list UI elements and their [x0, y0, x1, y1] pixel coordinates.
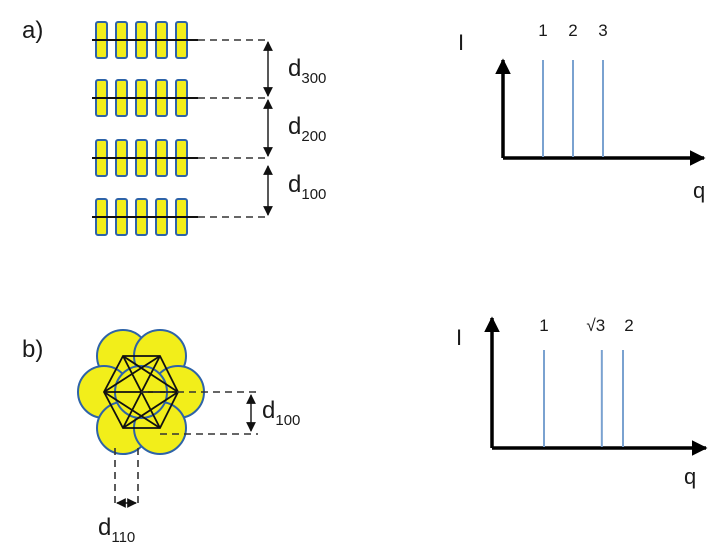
graph-b-peak-label-1: 1	[539, 316, 548, 335]
rod-layer	[92, 21, 198, 59]
graph-b-x-label: q	[684, 464, 696, 489]
layer-dashed-guides	[198, 39, 268, 218]
graph-b-peak-label-3: 2	[624, 316, 633, 335]
graph-a-x-label: q	[693, 178, 705, 203]
panel-b-label: b)	[22, 336, 43, 363]
graph-b-peaks: 1 √3 2	[539, 316, 634, 447]
graph-b-y-label: I	[456, 325, 462, 350]
graph-a-peaks: 1 2 3	[538, 21, 608, 157]
d200-label: d200	[288, 113, 326, 145]
d300-label: d300	[288, 55, 326, 87]
rod-layer	[92, 198, 198, 236]
hex-dashed-guides	[114, 391, 258, 505]
graph-a-peak-label-3: 3	[598, 21, 607, 40]
panel-a-label: a)	[22, 17, 43, 44]
d100-label: d100	[288, 171, 326, 203]
d110-label: d110	[98, 514, 135, 546]
graph-b-peak-label-2: √3	[586, 316, 605, 335]
graph-a-peak-label-2: 2	[568, 21, 577, 40]
rod-layer	[92, 79, 198, 117]
graph-a-y-label: I	[458, 30, 464, 55]
scattering-plot-lamellar: I q 1 2 3	[458, 21, 706, 203]
scattering-plot-hexagonal: I q 1 √3 2	[456, 316, 708, 489]
graph-a-peak-label-1: 1	[538, 21, 547, 40]
rod-layer	[92, 139, 198, 177]
d100-label-b: d100	[262, 397, 300, 429]
lamellar-rod-layers	[92, 21, 198, 236]
